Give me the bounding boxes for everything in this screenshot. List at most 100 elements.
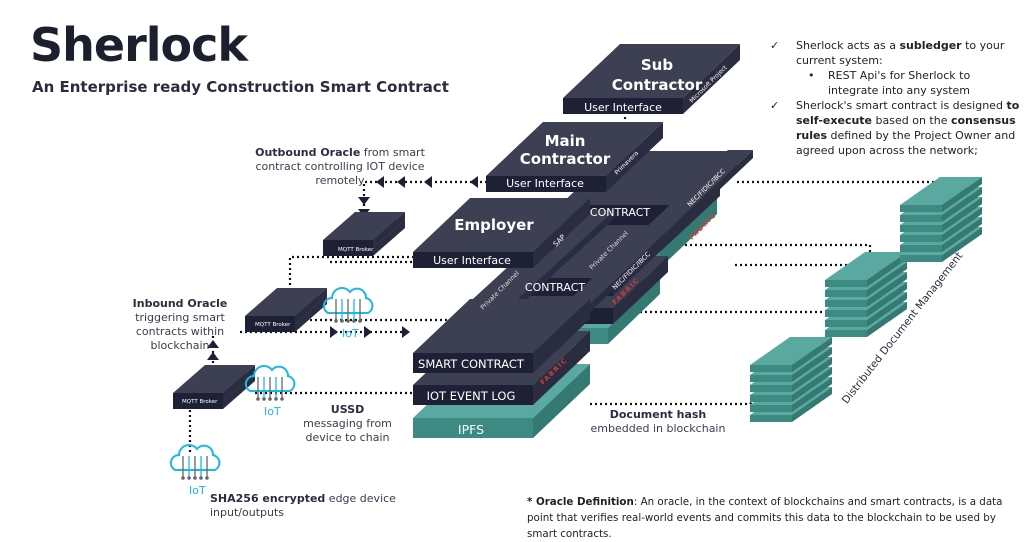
circuit-node (280, 397, 284, 401)
document-store-layer-front (825, 320, 867, 327)
arrow-right-icon (402, 326, 410, 338)
mqtt-broker-front (323, 240, 373, 248)
page-subtitle: An Enterprise ready Construction Smart C… (32, 78, 449, 96)
document-store-layer-side (942, 217, 982, 252)
outbound-oracle-caption: Outbound Oracle from smart contract cont… (255, 146, 425, 187)
title-line: Contractor (520, 150, 611, 168)
iot-label: IoT (342, 327, 359, 340)
iot-event-log-label: IOT EVENT LOG (427, 389, 516, 403)
mqtt-broker-label: MQTT Broker (255, 322, 291, 328)
mqtt-broker-lower-front (245, 324, 295, 332)
circuit-node (334, 319, 338, 323)
document-store-layer-front (750, 405, 792, 412)
bullet-icon: • (808, 69, 815, 82)
mqtt-broker-lower-side (373, 220, 405, 256)
note-self-execute: ✓ Sherlock's smart contract is designed … (770, 99, 1020, 157)
hidden-contract-label: CONTRACT (590, 206, 650, 219)
sub-contractor-platform (563, 44, 740, 114)
ipfs-back-layer-side (660, 198, 717, 268)
ipfs-layer-front (413, 418, 533, 438)
mqtt-broker-label: MQTT Broker (338, 247, 374, 253)
main-contractor-platform-side (606, 122, 663, 192)
circuit-node (181, 476, 185, 480)
iot-label: IoT (189, 484, 206, 497)
circuit-node (187, 476, 191, 480)
title-line: Sub (641, 56, 673, 74)
private-channel-bar-side (573, 150, 753, 328)
feature-notes: ✓ Sherlock acts as a subledger to your c… (770, 38, 1020, 158)
mqtt-broker-label: MQTT Broker (182, 399, 218, 405)
circuit-node (205, 476, 209, 480)
arrow-up-icon (207, 352, 219, 360)
document-store-layer-side (792, 357, 832, 392)
iot-cloud-icon: IoT (244, 365, 296, 418)
ussd-caption: USSD messaging from device to chain (303, 403, 392, 444)
document-store-layer-front (825, 310, 867, 317)
outbound-oracle-line (362, 180, 487, 215)
cloud-outline (322, 287, 374, 314)
sub-contractor-platform-side (683, 44, 740, 114)
employer-title: Employer (454, 216, 534, 234)
platform-slabs (173, 44, 982, 438)
document-store-layer-front (900, 235, 942, 242)
document-store-layer-side (867, 302, 907, 337)
employer-platform-side (533, 198, 590, 268)
mqtt-broker-side (373, 212, 405, 248)
circuit-node (358, 319, 362, 323)
document-store-layer-side (867, 252, 907, 287)
document-store-layer-top (900, 177, 982, 205)
document-hash-line (590, 369, 786, 406)
mqtt-broker-front (245, 316, 295, 324)
circuit-node (340, 319, 344, 323)
sub-contractor-platform-front (563, 98, 683, 114)
document-store-layer-side (867, 262, 907, 297)
circuit-node (199, 476, 203, 480)
log-mid-layer-side (613, 256, 668, 324)
cloud-outline (244, 365, 296, 392)
document-store-layer-front (825, 300, 867, 307)
sub-contractor-ui: User Interface (584, 101, 662, 114)
mqtt-broker (173, 365, 255, 401)
employer-platform-front (413, 252, 533, 268)
document-store-layer-front (900, 215, 942, 222)
smart-contract-layer (413, 299, 590, 373)
document-store-layer-side (792, 337, 832, 372)
document-store-layer-front (750, 365, 792, 372)
note-rest-api: • REST Api's for Sherlock to integrate i… (808, 69, 971, 97)
document-hash-caption: Document hash embedded in blockchain (590, 408, 726, 435)
document-store-layer-top (750, 337, 832, 365)
document-store-layer-side (942, 207, 982, 242)
oracle-definition-footnote: * Oracle Definition: An oracle, in the c… (527, 496, 1003, 540)
document-store-layer (900, 177, 982, 212)
title-line: Contractor (612, 76, 703, 94)
cloud-outline (169, 444, 221, 471)
iot-label: IoT (264, 405, 281, 418)
private-channel-bar-top (548, 150, 753, 320)
mqtt-broker-top (323, 212, 405, 240)
document-store-layer-front (825, 290, 867, 297)
mqtt-broker-side (295, 288, 327, 324)
arrow-left-icon (397, 176, 405, 188)
check-icon: ✓ (770, 39, 780, 52)
mqtt-broker-lower-front (173, 401, 223, 409)
mqtt-broker-lower-front (323, 248, 373, 256)
document-store-layer-side (942, 177, 982, 212)
arrow-right-icon (330, 326, 338, 338)
document-store-layer-front (900, 255, 942, 262)
page-title: Sherlock (30, 18, 248, 72)
mqtt-broker (245, 288, 327, 324)
document-store-layer-front (825, 280, 867, 287)
document-store-layer-front (825, 330, 867, 337)
circuit-node (346, 319, 350, 323)
arrow-left-icon (376, 176, 384, 188)
mqtt-broker-top (245, 288, 327, 316)
mqtt-broker-lower-side (295, 296, 327, 332)
document-store-layer-side (942, 197, 982, 232)
inbound-oracle-caption: Inbound Oracle triggering smart contract… (132, 297, 228, 352)
document-store-layer-side (792, 367, 832, 402)
main-contractor-ui: User Interface (506, 177, 584, 190)
dotted-connector (288, 255, 413, 290)
